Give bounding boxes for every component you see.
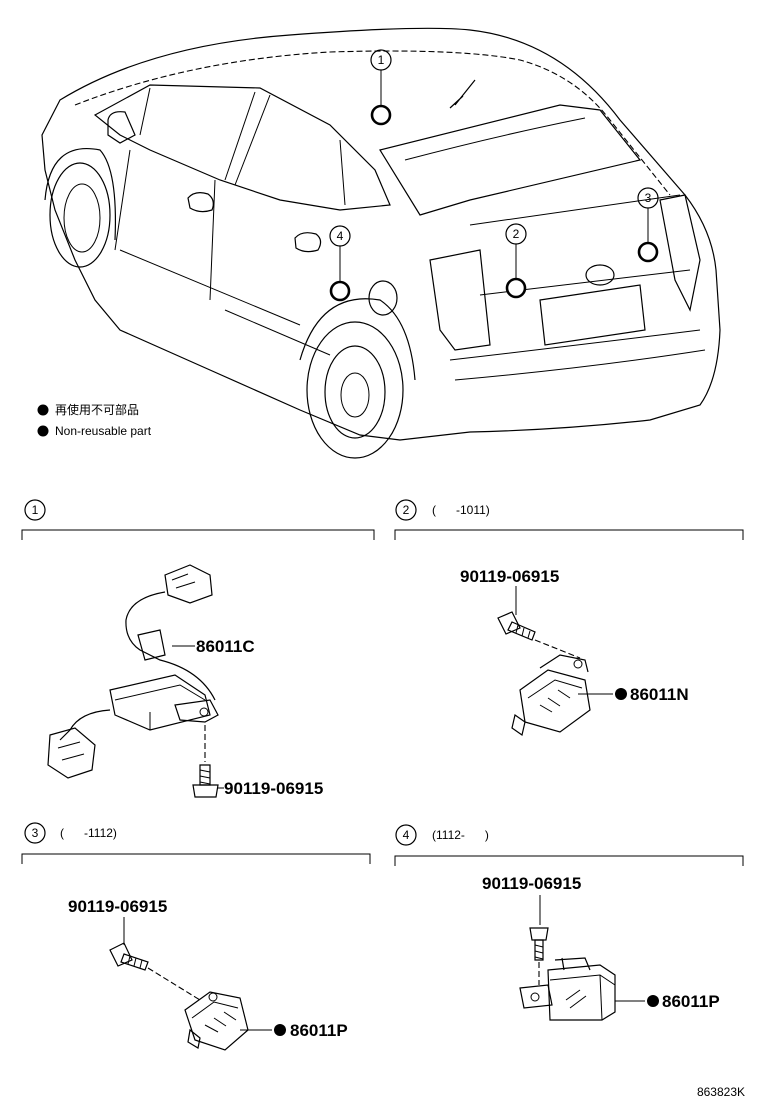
car-callout-4: 4	[329, 225, 351, 302]
section-2: 2 ( -1011) 90119-06915 86011N	[394, 499, 744, 737]
section-3: 3 ( -1112) 90119-06915 86011P	[21, 822, 371, 1051]
s4-sensor-part-number: 86011P	[662, 992, 720, 1011]
s3-sensor-drawing	[184, 991, 249, 1051]
s4-sensor-nonreusable-dot	[647, 995, 659, 1007]
s1-bolt-drawing	[192, 764, 219, 798]
figure-id: 863823K	[697, 1085, 745, 1099]
section-1: 1 86011C 90119-06915	[21, 499, 375, 798]
car-illustration	[41, 27, 721, 459]
s3-bolt-part-number: 90119-06915	[68, 897, 167, 916]
car-callout-2: 2	[505, 223, 527, 299]
section-4-note: (1112- )	[432, 828, 489, 842]
legend-jp-text: 再使用不可部品	[55, 402, 139, 417]
legend-dot-en	[37, 425, 49, 437]
s3-sensor-part-number: 86011P	[290, 1021, 348, 1040]
section-2-index-circle	[395, 499, 417, 521]
section-1-bracket	[21, 529, 375, 540]
callout-1-label: 1	[378, 53, 385, 67]
section-3-bracket	[21, 853, 371, 864]
section-2-bracket	[394, 529, 744, 540]
callout-4-label: 4	[337, 229, 344, 243]
legend-en-text: Non-reusable part	[55, 424, 152, 438]
s2-sensor-nonreusable-dot	[615, 688, 627, 700]
legend: 再使用不可部品 Non-reusable part	[37, 402, 152, 438]
section-4: 4 (1112- ) 90119-06915 86011P	[394, 824, 744, 1021]
section-4-index-circle	[395, 824, 417, 846]
section-2-note: ( -1011)	[432, 503, 490, 517]
s3-bolt-drawing	[109, 942, 149, 971]
s2-sensor-drawing	[511, 654, 591, 737]
section-3-note: ( -1112)	[60, 826, 117, 840]
car-callout-3: 3	[637, 187, 659, 263]
section-1-index: 1	[32, 503, 39, 517]
section-4-index: 4	[403, 828, 410, 842]
s4-bolt-drawing	[529, 927, 549, 961]
s3-sensor-nonreusable-dot	[274, 1024, 286, 1036]
section-2-index: 2	[403, 503, 410, 517]
callout-2-label: 2	[513, 227, 520, 241]
s2-bolt-part-number: 90119-06915	[460, 567, 559, 586]
s1-sensor-drawing	[47, 564, 219, 779]
s1-sensor-part-number: 86011C	[196, 637, 255, 656]
s1-bolt-part-number: 90119-06915	[224, 779, 323, 798]
s2-sensor-part-number: 86011N	[630, 685, 689, 704]
car-callout-1: 1	[370, 49, 392, 126]
section-3-index: 3	[32, 826, 39, 840]
section-4-bracket	[394, 855, 744, 866]
s4-sensor-drawing	[519, 957, 616, 1021]
section-3-index-circle	[24, 822, 46, 844]
s2-bolt-drawing	[497, 611, 536, 641]
legend-dot-jp	[37, 404, 49, 416]
s4-bolt-part-number: 90119-06915	[482, 874, 581, 893]
section-1-index-circle	[24, 499, 46, 521]
callout-3-label: 3	[645, 191, 652, 205]
